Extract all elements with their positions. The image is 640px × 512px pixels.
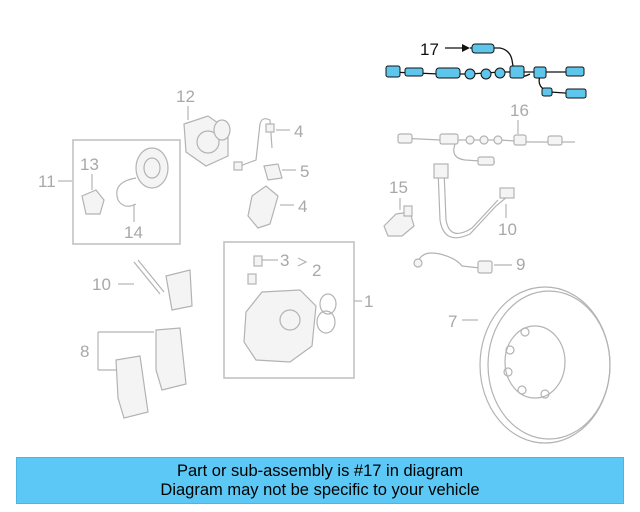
- callout-1: 1: [364, 292, 373, 311]
- callout-9: 9: [516, 255, 525, 274]
- part-brake-hose: 10: [433, 163, 517, 239]
- callout-7: 7: [448, 312, 457, 331]
- callout-4: 4: [294, 122, 303, 141]
- part-15-speed-sensor: 15: [383, 178, 415, 237]
- callout-6: 5: [300, 162, 309, 181]
- callout-14: 14: [124, 223, 143, 242]
- part-12-wheel-hub: 12: [176, 87, 231, 167]
- callout-5: 4: [298, 197, 307, 216]
- part-5-bracket: 4: [247, 185, 307, 229]
- part-9-sensor-cable: 9: [413, 252, 525, 274]
- part-10-pad-hardware: 10: [92, 259, 193, 311]
- part-4-brake-line: 4: [233, 118, 303, 171]
- callout-11: 11: [38, 172, 56, 191]
- callout-13: 13: [80, 155, 99, 174]
- callout-12: 12: [176, 87, 195, 106]
- banner-line-2: Diagram may not be specific to your vehi…: [160, 480, 480, 499]
- callout-8: 8: [80, 342, 89, 361]
- callout-17-arrow: [462, 44, 470, 52]
- callout-15: 15: [389, 178, 408, 197]
- part-1-caliper-assembly: 1 3 2: [223, 241, 373, 379]
- fitment-banner: Part or sub-assembly is #17 in diagram D…: [16, 457, 624, 504]
- banner-line-1: Part or sub-assembly is #17 in diagram: [176, 461, 464, 480]
- parts-diagram: 17 16 15: [38, 40, 611, 444]
- callout-2: 2: [312, 261, 321, 280]
- part-7-brake-disc: 7: [448, 286, 611, 444]
- part-6-clip: 5: [263, 162, 309, 181]
- callout-3: 3: [280, 251, 289, 270]
- part-11-bearing-kit: 11 13 14: [38, 139, 181, 245]
- part-8-brake-pads: 8: [80, 327, 187, 419]
- callout-10-right: 10: [498, 220, 517, 239]
- callout-16: 16: [510, 101, 529, 120]
- part-16-wear-sensor: 16: [397, 101, 575, 166]
- callout-17: 17: [420, 40, 439, 59]
- callout-10-left: 10: [92, 275, 111, 294]
- part-17-wear-sensor-harness[interactable]: 17: [385, 40, 587, 99]
